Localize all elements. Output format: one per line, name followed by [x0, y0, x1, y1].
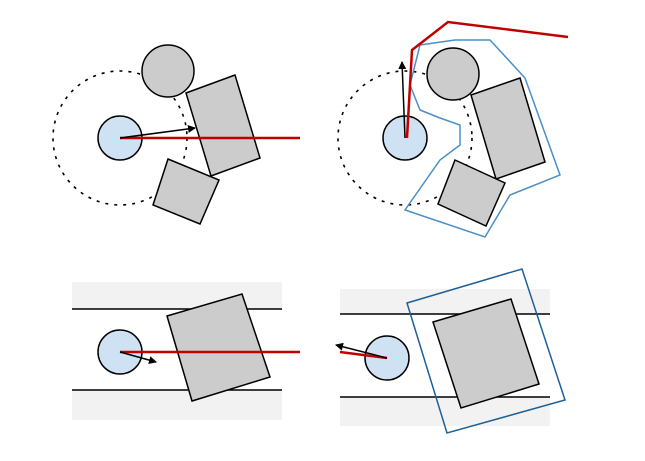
panel-top-right	[337, 20, 569, 238]
ray	[405, 20, 569, 139]
heading-arrow	[398, 61, 407, 139]
obstacle-circle	[426, 47, 480, 101]
obstacle-rect	[470, 77, 546, 180]
heading-arrow	[335, 342, 388, 359]
heading-arrow	[119, 351, 157, 364]
obstacle-square	[152, 157, 220, 225]
obstacle-rect	[166, 293, 271, 402]
obstacle-rect	[185, 74, 261, 177]
obstacle-circle	[141, 44, 195, 98]
panel-bottom-right	[335, 268, 566, 434]
ray	[339, 350, 388, 360]
panel-top-left	[52, 44, 300, 225]
inflated-boundary	[403, 39, 561, 238]
heading-arrow	[119, 124, 196, 139]
panel-bottom-left	[72, 282, 300, 420]
sensing-range-circle	[337, 70, 473, 206]
inflated-boundary	[406, 268, 566, 434]
obstacle-square	[437, 158, 506, 227]
obstacle-rect	[432, 298, 540, 409]
